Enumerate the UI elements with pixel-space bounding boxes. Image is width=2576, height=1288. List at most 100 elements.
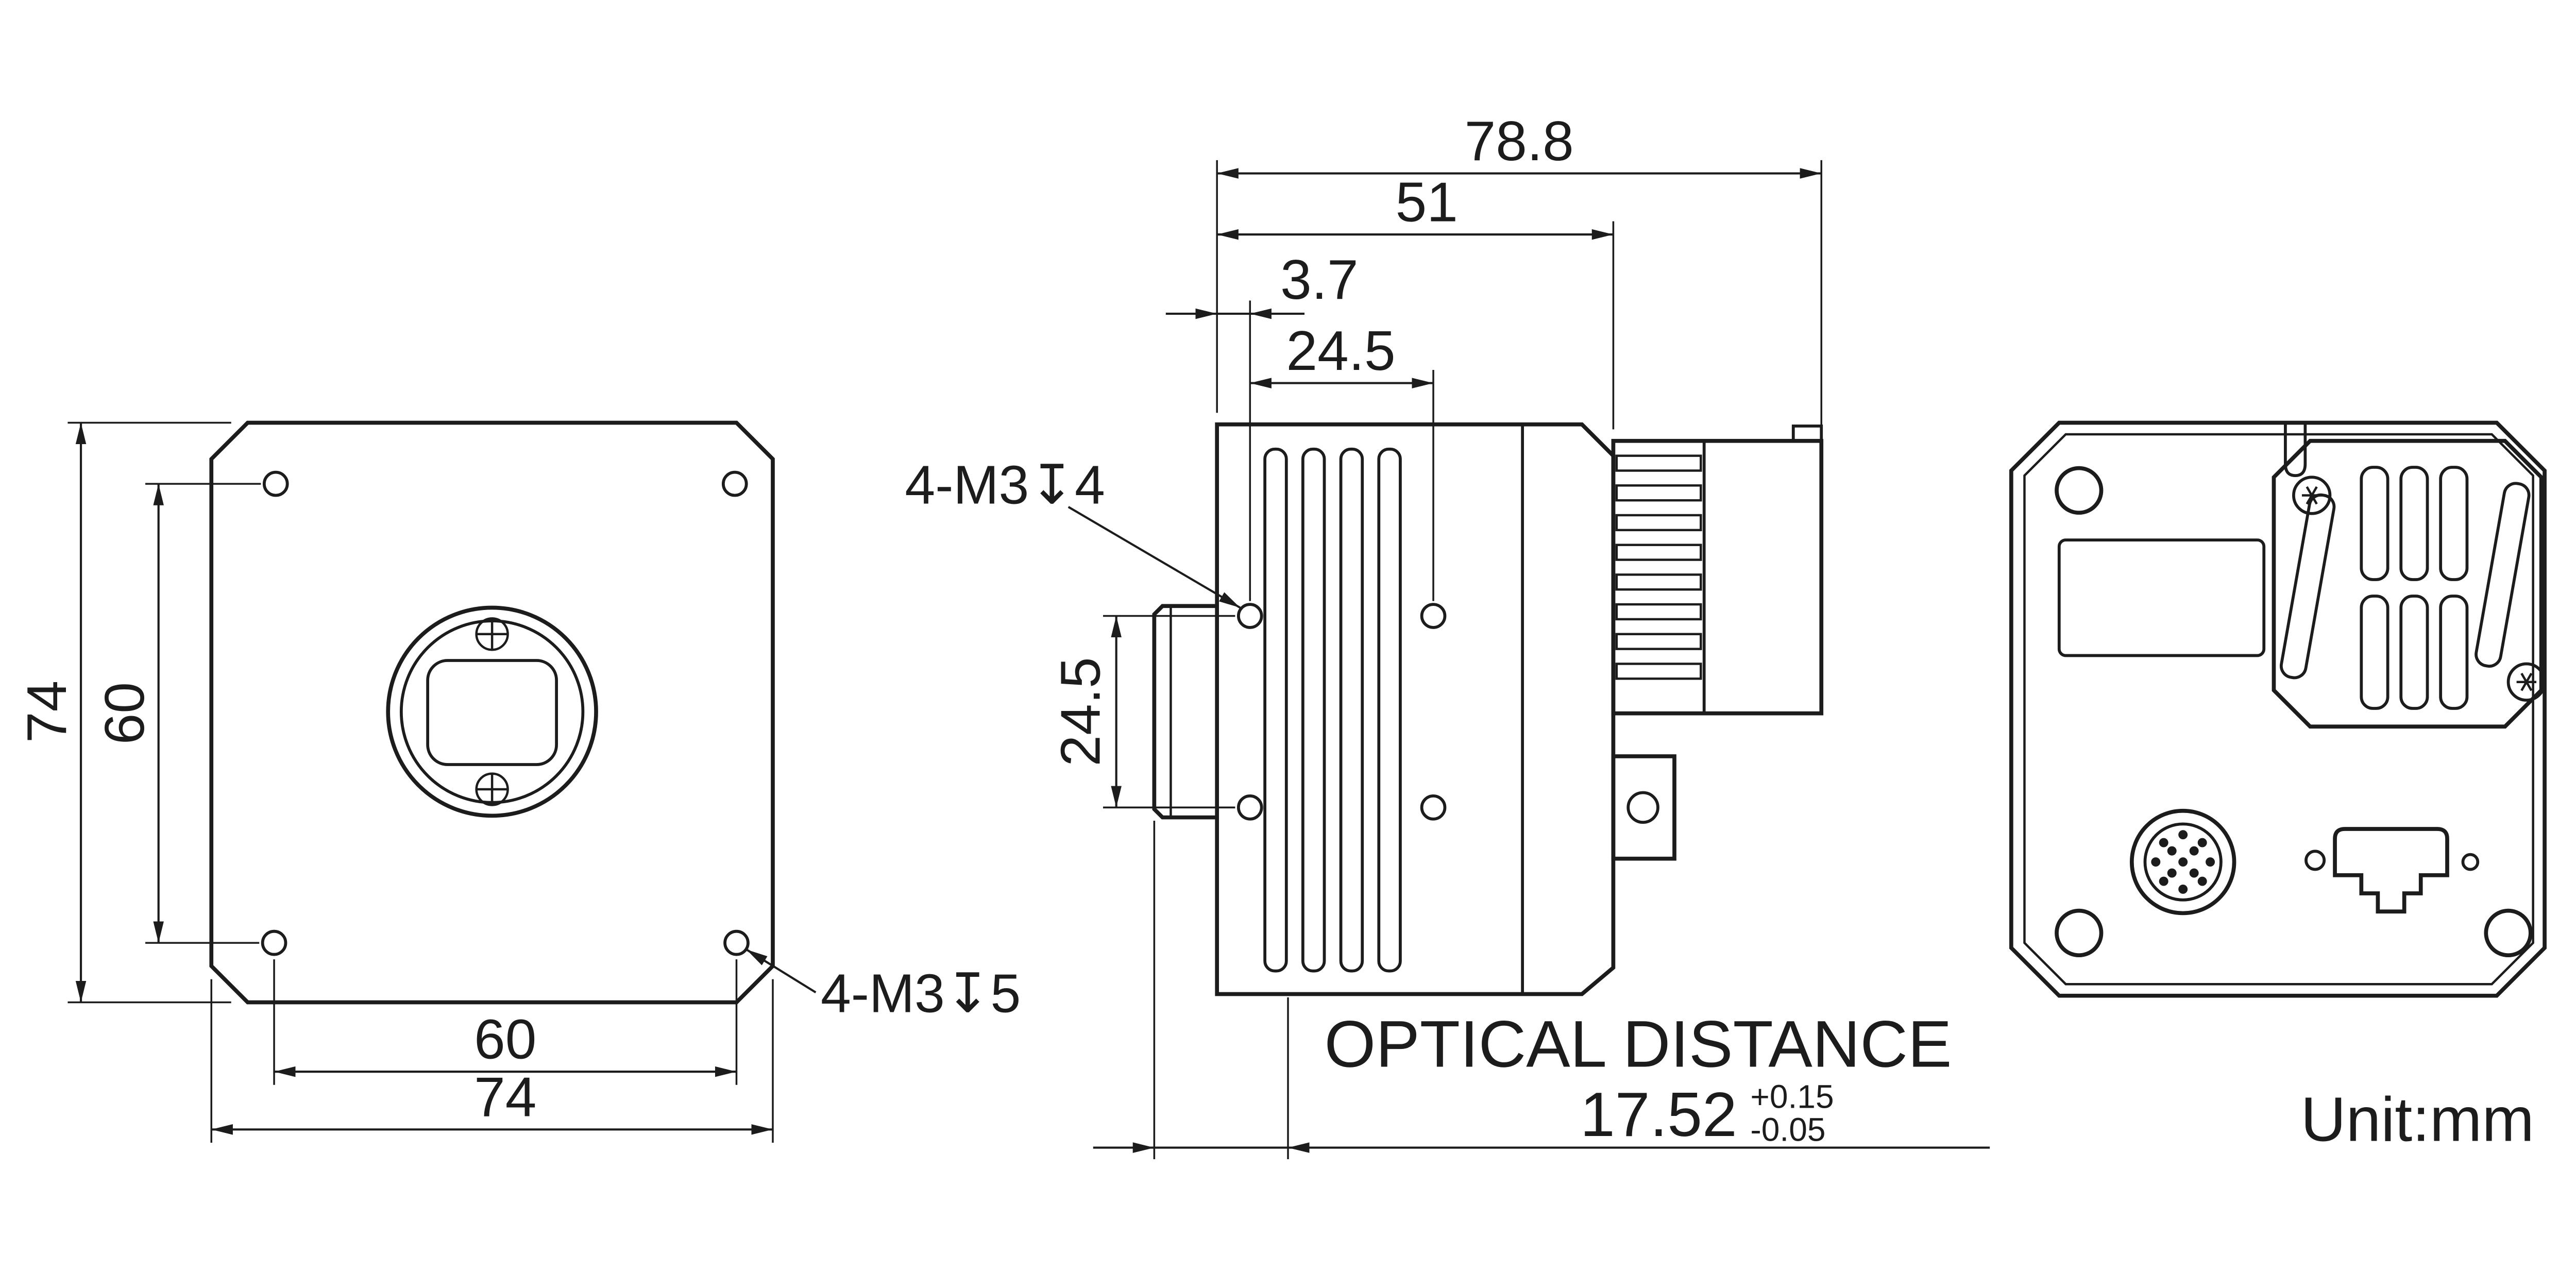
sensor-window — [426, 659, 558, 766]
back-view — [2009, 420, 2547, 998]
dim-text-51: 51 — [1396, 171, 1458, 233]
dim-text-3-7: 3.7 — [1280, 248, 1358, 311]
dim-front-width-outer: 74 — [210, 979, 774, 1143]
connector-block-outline — [1611, 438, 1824, 716]
back-ethernet-port — [2333, 827, 2449, 914]
block-fin — [1615, 633, 1702, 650]
dim-optical-distance: OPTICAL DISTANCE 17.52 +0.15 -0.05 — [1093, 820, 1990, 1159]
side-mount-hole-bl — [1236, 794, 1263, 821]
back-heatsink — [2272, 438, 2546, 729]
block-fin — [1615, 603, 1702, 621]
dim-side-hole-spacing-left: 24.5 — [1049, 615, 1235, 809]
io-connector-body — [1611, 754, 1676, 861]
heatsink-slat — [2439, 466, 2469, 581]
back-body-inner-outline — [2023, 433, 2534, 986]
front-view: 74 60 60 74 4-M3↧5 — [15, 420, 1021, 1143]
front-body-outline — [209, 420, 775, 1005]
pin — [2159, 838, 2168, 848]
pin — [2178, 830, 2188, 840]
dim-text-74-bottom: 74 — [474, 1066, 536, 1129]
front-corner-hole-br — [723, 929, 750, 956]
thread-callout-text-side: 4-M3↧4 — [905, 455, 1105, 516]
pin — [2151, 857, 2161, 867]
pin — [2178, 857, 2188, 867]
pin — [2178, 884, 2188, 894]
heatsink-slat — [2399, 595, 2429, 710]
optical-distance-tol-minus: -0.05 — [1750, 1111, 1825, 1148]
leader-line — [745, 948, 817, 994]
heatsink-slat — [2399, 466, 2429, 581]
side-thread-callout: 4-M3↧4 — [905, 455, 1241, 609]
back-body-outline — [2009, 420, 2547, 998]
dim-text-24-5-side: 24.5 — [1049, 657, 1112, 766]
block-fin — [1615, 454, 1702, 472]
side-lens-flange — [1152, 604, 1217, 820]
optical-distance-tol-plus: +0.15 — [1750, 1078, 1834, 1115]
unit-label: Unit:mm — [2301, 1084, 2534, 1155]
pin — [2189, 868, 2199, 878]
front-thread-callout: 4-M3↧5 — [745, 948, 1021, 1024]
dim-front-height-holes: 60 — [93, 483, 261, 944]
front-corner-hole-tr — [721, 470, 748, 497]
back-led-indicator — [2304, 850, 2326, 871]
lens-mount-outer-ring — [386, 605, 598, 818]
dim-front-width-holes: 60 — [273, 959, 738, 1085]
side-mount-hole-tl — [1236, 603, 1263, 629]
power-connector-inner — [2143, 822, 2223, 902]
side-connector-block — [1611, 425, 1824, 716]
screw-top-icon — [475, 617, 509, 651]
dim-side-hole-offset: 3.7 — [1165, 248, 1359, 601]
side-io-connector — [1611, 754, 1676, 861]
heatsink-side-slot-right — [2475, 482, 2531, 668]
block-fin — [1615, 544, 1702, 561]
leader-line — [1067, 506, 1241, 609]
side-heatsink-fins — [1263, 447, 1402, 973]
fin-slat — [1263, 447, 1288, 973]
pin — [2189, 846, 2199, 856]
block-fin — [1615, 484, 1702, 502]
block-fin — [1615, 573, 1702, 591]
optical-distance-value: 17.52 — [1580, 1079, 1737, 1149]
back-corner-hole-tl — [2055, 466, 2104, 515]
optical-distance-label: OPTICAL DISTANCE — [1325, 1008, 1952, 1081]
dim-text-60-left: 60 — [93, 682, 156, 744]
side-mount-hole-tr — [1420, 603, 1447, 629]
heatsink-slat — [2360, 595, 2389, 710]
side-body-outline — [1215, 422, 1616, 996]
dim-text-78-8: 78.8 — [1465, 110, 1574, 173]
thread-callout-text-front: 4-M3↧5 — [821, 963, 1021, 1024]
heatsink-outline — [2272, 438, 2544, 729]
back-corner-hole-br — [2484, 908, 2533, 958]
pin — [2159, 876, 2168, 886]
heatsink-slat — [2439, 595, 2469, 710]
dim-text-60-bottom: 60 — [474, 1008, 536, 1071]
torx-screw-icon — [2506, 662, 2546, 702]
torx-screw-icon — [2292, 476, 2332, 515]
front-corner-hole-tl — [262, 470, 289, 497]
dim-side-hole-spacing-top: 24.5 — [1250, 319, 1434, 601]
dim-side-overall: 78.8 — [1216, 110, 1823, 430]
pin — [2167, 868, 2177, 878]
pin — [2206, 857, 2215, 867]
pin — [2197, 876, 2207, 886]
power-connector-outer — [2129, 808, 2236, 916]
back-label-area — [2057, 538, 2266, 657]
fin-slat — [1377, 447, 1402, 973]
back-corner-hole-bl — [2055, 908, 2104, 958]
heatsink-slat — [2360, 466, 2389, 581]
io-connector-aperture — [1626, 791, 1659, 824]
dim-text-24-5-top: 24.5 — [1286, 319, 1396, 382]
fin-slat — [1301, 447, 1326, 973]
side-mount-hole-br — [1420, 794, 1447, 821]
front-lens-mount — [386, 605, 598, 818]
back-top-notch — [2284, 424, 2307, 477]
back-led-indicator-2 — [2461, 853, 2480, 871]
block-fin — [1615, 663, 1702, 680]
block-fin — [1615, 514, 1702, 532]
fin-slat — [1339, 447, 1364, 973]
front-corner-hole-bl — [261, 929, 287, 956]
pin — [2167, 846, 2177, 856]
heatsink-side-slot-left — [2279, 493, 2336, 680]
